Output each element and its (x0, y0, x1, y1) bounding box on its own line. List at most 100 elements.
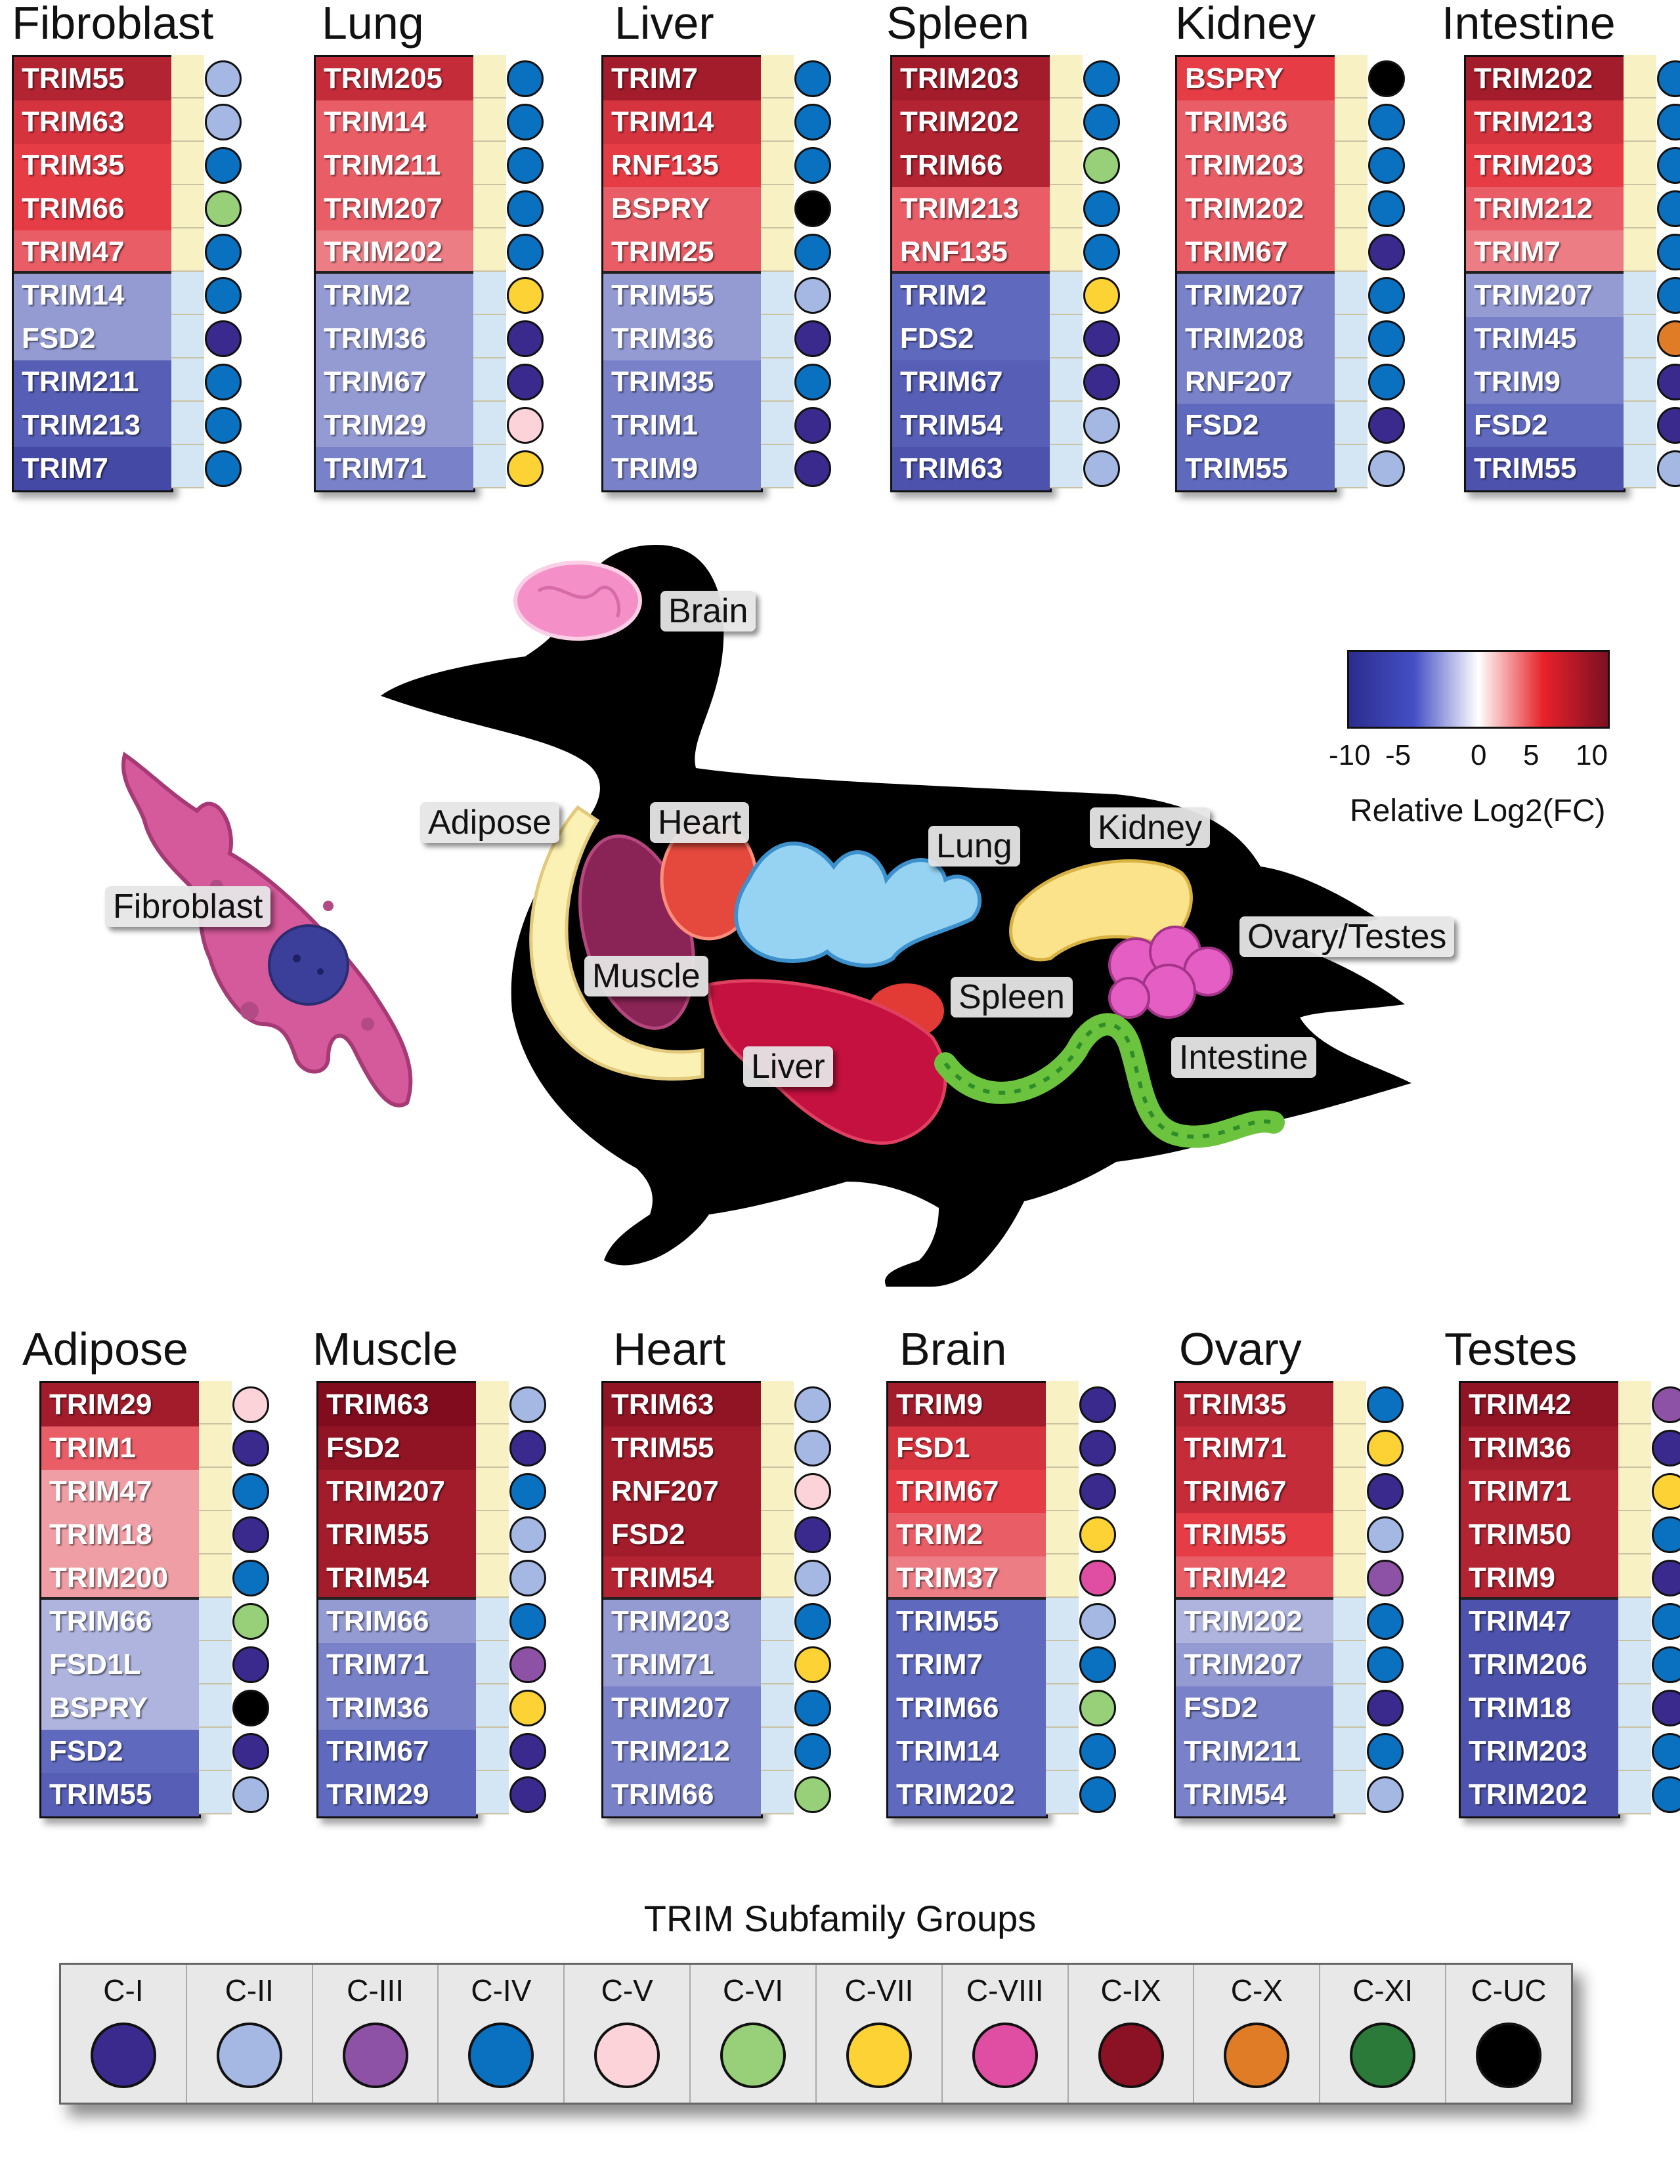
subfamily-dot (794, 1646, 831, 1683)
gene-row: TRIM55 (1177, 447, 1335, 490)
gene-row: TRIM36 (318, 1686, 476, 1730)
legend-swatch (594, 2023, 660, 2088)
row-connectors (1050, 55, 1083, 488)
subfamily-dot (1652, 1646, 1680, 1683)
gene-row: TRIM36 (1177, 100, 1335, 144)
ovary-organ (1108, 926, 1233, 1019)
subfamily-dot (232, 1430, 269, 1467)
gene-row: TRIM67 (316, 360, 473, 404)
gene-row: TRIM66 (892, 144, 1050, 187)
gene-row: TRIM207 (1177, 274, 1335, 317)
gene-row: TRIM67 (318, 1730, 476, 1773)
legend-item-label: C-VII (844, 1973, 914, 2007)
gene-row: TRIM55 (14, 57, 171, 100)
subfamily-dot (232, 1733, 269, 1770)
subfamily-dot (509, 1776, 546, 1813)
panel-title: Muscle (312, 1323, 458, 1375)
subfamily-dot (232, 1776, 269, 1813)
gene-row: TRIM54 (318, 1556, 476, 1600)
legend-swatch (846, 2023, 912, 2088)
gene-row: TRIM29 (41, 1383, 199, 1426)
subfamily-dot (205, 60, 242, 97)
subfamily-dot (794, 147, 831, 184)
subfamily-dot (1367, 1473, 1404, 1510)
gene-row: TRIM7 (603, 57, 761, 100)
subfamily-dot (507, 364, 544, 400)
gene-row: TRIM67 (892, 360, 1050, 404)
gene-row: TRIM203 (603, 1600, 761, 1643)
subfamily-dot (794, 1473, 831, 1510)
subfamily-dot (509, 1646, 546, 1683)
gene-row: TRIM202 (1466, 57, 1624, 100)
gene-row: RNF135 (603, 144, 761, 187)
subfamily-dot (507, 407, 544, 444)
subfamily-dot (1367, 1516, 1404, 1553)
gene-row: TRIM47 (41, 1470, 199, 1513)
lung-organ (734, 842, 982, 968)
subfamily-dot (1083, 60, 1120, 97)
brain-organ (513, 561, 642, 641)
legend-item-label: C-UC (1471, 1973, 1547, 2007)
legend-item-label: C-IV (471, 1973, 532, 2007)
subfamily-dot (1079, 1386, 1116, 1423)
subfamily-dot (1368, 364, 1405, 400)
panel-title: Testes (1444, 1323, 1578, 1375)
subfamily-dot (794, 364, 831, 400)
subfamily-dot (1367, 1603, 1404, 1640)
subfamily-dot (1368, 277, 1405, 314)
subfamily-dot (205, 104, 242, 140)
gene-row: TRIM36 (603, 317, 761, 360)
gene-row: TRIM1 (41, 1426, 199, 1470)
subfamily-dot (1083, 147, 1120, 184)
subfamily-dot (232, 1516, 269, 1553)
subfamily-dot (794, 190, 831, 227)
gene-row: TRIM9 (1461, 1556, 1618, 1600)
gene-row: TRIM36 (1461, 1426, 1618, 1470)
legend-item-label: C-X (1230, 1973, 1283, 2007)
gene-row: TRIM66 (41, 1600, 199, 1643)
legend-title: TRIM Subfamily Groups (643, 1898, 1037, 1939)
row-connectors (199, 1381, 232, 1814)
subfamily-dot (205, 190, 242, 227)
colorbar-tick: 5 (1523, 739, 1540, 771)
gene-row: TRIM47 (14, 230, 171, 274)
panel-title: Spleen (886, 0, 1029, 49)
subfamily-dot (1367, 1776, 1404, 1813)
legend-item: C-UC (1446, 1965, 1571, 2103)
subfamily-dot (1368, 320, 1405, 357)
subfamily-dot (1368, 407, 1405, 444)
subfamily-dot (1652, 1603, 1680, 1640)
subfamily-dot (232, 1560, 269, 1596)
gene-row: TRIM202 (1461, 1773, 1618, 1816)
subfamily-dot (1083, 407, 1120, 444)
gene-row: FSD1L (41, 1643, 199, 1686)
gene-row: TRIM66 (888, 1686, 1046, 1730)
legend-item-label: C-VIII (966, 1973, 1044, 2007)
gene-row: TRIM208 (1177, 317, 1335, 360)
gene-row: TRIM202 (1176, 1600, 1333, 1643)
gene-row: TRIM9 (1466, 360, 1624, 404)
subfamily-dot (1083, 277, 1120, 314)
gene-row: TRIM2 (888, 1513, 1046, 1556)
subfamily-dot (205, 407, 242, 444)
subfamily-dot (1657, 147, 1680, 184)
subfamily-dot (1079, 1473, 1116, 1510)
subfamily-dot (1079, 1603, 1116, 1640)
gene-row: RNF207 (603, 1470, 761, 1513)
gene-row: TRIM14 (14, 274, 171, 317)
organ-label-muscle: Muscle (584, 956, 708, 996)
gene-row: TRIM36 (316, 317, 473, 360)
gene-row: TRIM25 (603, 230, 761, 274)
gene-row: FSD1 (888, 1426, 1046, 1470)
organ-label-adipose: Adipose (420, 802, 559, 843)
gene-row: FSD2 (14, 317, 171, 360)
subfamily-dot (232, 1473, 269, 1510)
gene-row: TRIM67 (888, 1470, 1046, 1513)
subfamily-dot (232, 1603, 269, 1640)
gene-row: TRIM35 (603, 360, 761, 404)
gene-row: TRIM1 (603, 404, 761, 447)
gene-row: TRIM206 (1461, 1643, 1618, 1686)
row-connectors (476, 1381, 509, 1814)
